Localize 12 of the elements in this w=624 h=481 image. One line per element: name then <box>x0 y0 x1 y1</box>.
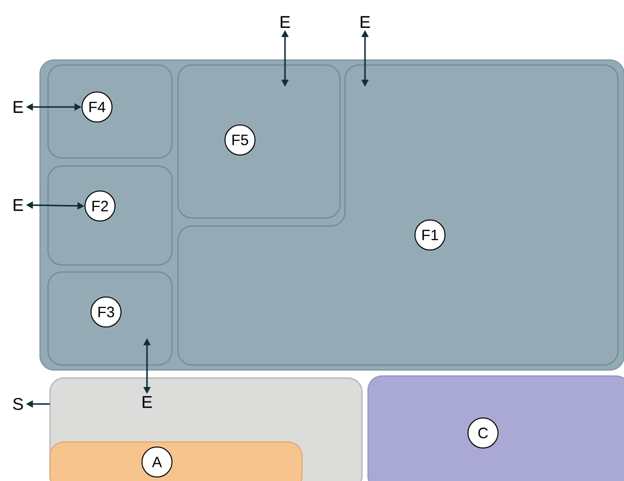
labelled-panel: F3 <box>47 271 173 366</box>
labelled-panel: F2 <box>47 165 173 266</box>
letter-label: E <box>360 16 370 28</box>
labelled-panel: F5 <box>177 64 341 219</box>
letter-label: S <box>13 398 23 410</box>
letter-label: E <box>142 396 152 408</box>
labelled-panel: F4 <box>47 64 173 159</box>
letter-label: E <box>14 101 23 113</box>
letter-label: E <box>280 16 290 28</box>
labelled-panel: C <box>367 375 624 481</box>
letter-label: E <box>14 199 23 211</box>
labelled-panel: A <box>49 441 303 481</box>
